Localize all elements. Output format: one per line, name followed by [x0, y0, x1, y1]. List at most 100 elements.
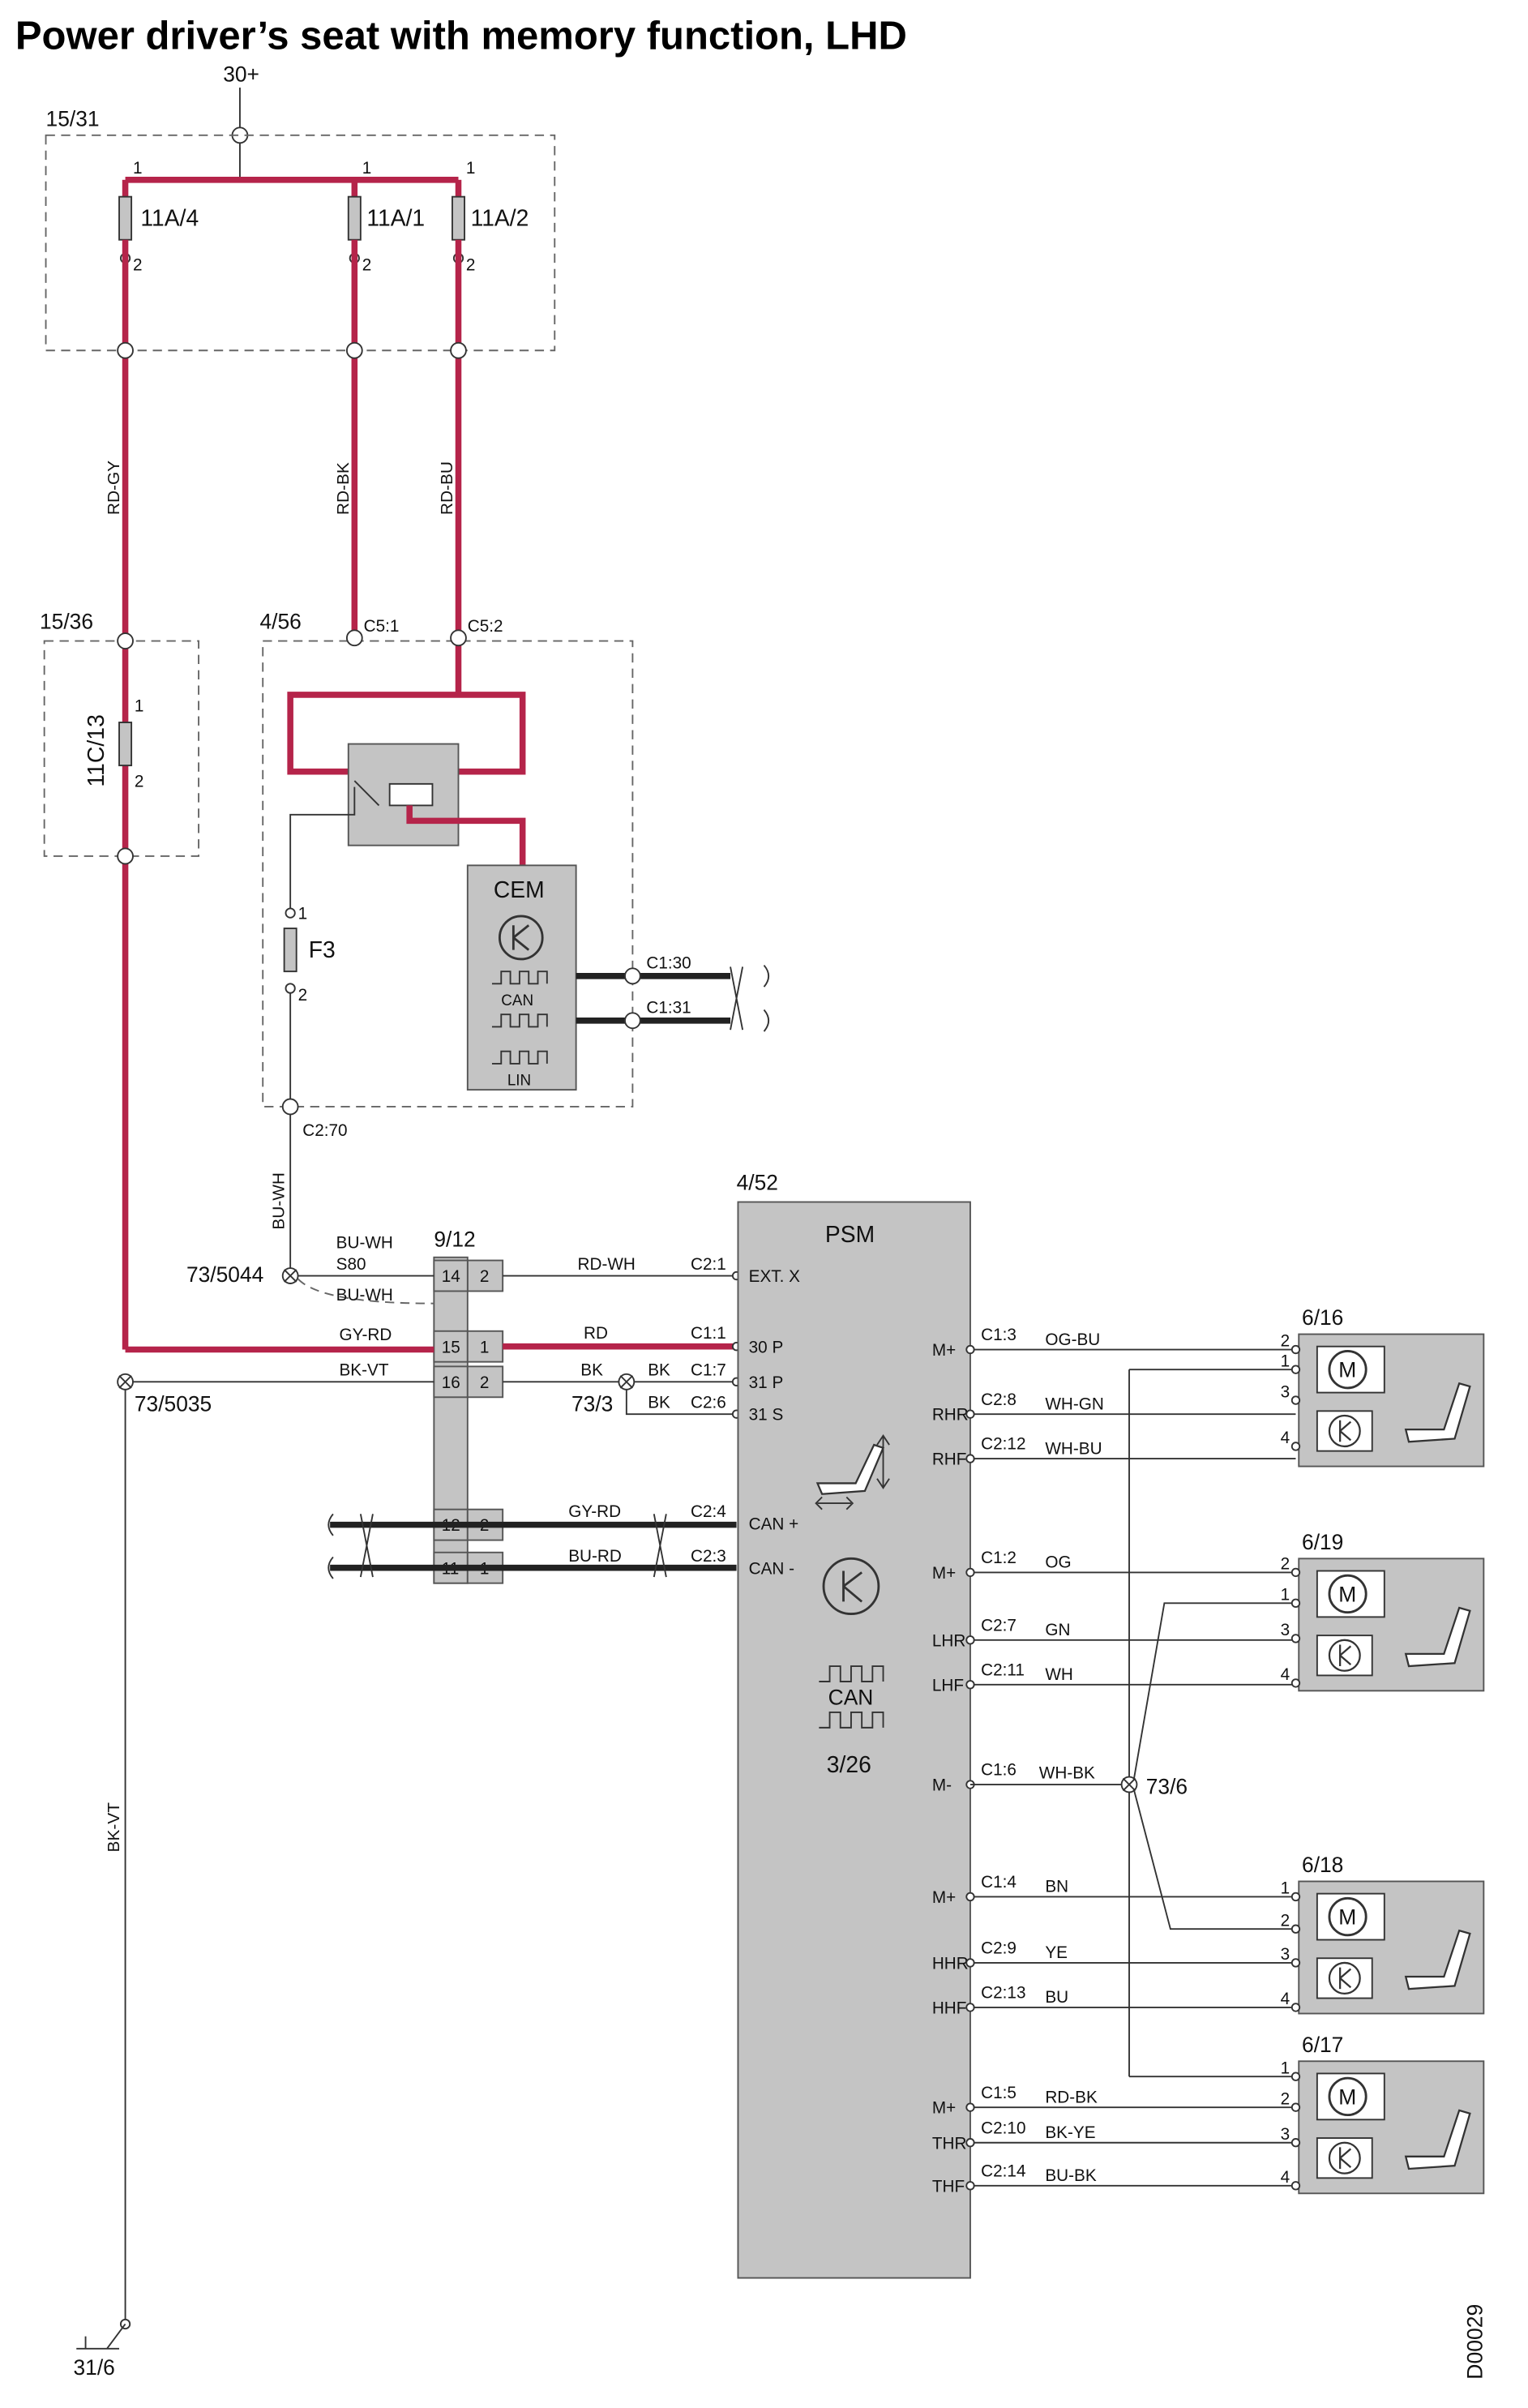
- hall-sensor-symbol: [1339, 1420, 1352, 1442]
- cem-can-label: CAN: [501, 992, 533, 1009]
- fuse-11a2-label: 11A/2: [471, 206, 529, 232]
- motor-pin-number: 3: [1281, 1945, 1290, 1964]
- hall-sensor-symbol: [1339, 1967, 1352, 1990]
- wire-break-icon-left: [327, 1513, 334, 1579]
- psm-right-pin-label: M-: [932, 1776, 952, 1795]
- seat-icon: [1404, 1382, 1471, 1443]
- f3-label: F3: [309, 937, 336, 963]
- psm-right-wire-label: BN: [1045, 1878, 1068, 1896]
- conn-c1-31: C1:31: [646, 998, 691, 1017]
- motor-pin-number: 4: [1281, 2168, 1290, 2187]
- motor-m-glyph: M: [1338, 1905, 1356, 1929]
- conn-c5-1: C5:1: [364, 617, 400, 636]
- psm-right-pin-node: [965, 1567, 975, 1578]
- motor-pin-number: 2: [1281, 1332, 1290, 1351]
- conn-row-16-pin-b: 2: [480, 1373, 490, 1392]
- node-15-36-out: [117, 847, 134, 865]
- psm-can-signal-icon-2: [819, 1711, 884, 1729]
- node-c1-31: [624, 1012, 641, 1030]
- fuse-box-15-36-id: 15/36: [40, 609, 93, 633]
- transistor-symbol: [511, 924, 530, 951]
- psm-right-pin-node: [965, 1344, 975, 1355]
- motor-pin-number: 1: [1281, 2059, 1290, 2077]
- psm-right-pin-label: RHF: [932, 1450, 967, 1469]
- motor-pin-node: [1290, 2003, 1301, 2012]
- wire-label-bk-vt-h: BK-VT: [339, 1361, 388, 1380]
- motor-pin-node: [1290, 1598, 1301, 1609]
- wire-label-bu-rd-can: BU-RD: [568, 1547, 622, 1566]
- wh-bk-6-19: [1132, 1602, 1296, 1780]
- lin-signal-icon: [491, 1050, 548, 1065]
- wire-label-rd-wh: RD-WH: [578, 1255, 636, 1274]
- psm-right-pin-label: THR: [932, 2134, 967, 2153]
- psm-right-pin-node: [965, 2181, 975, 2191]
- psm-conn-c1-7: C1:7: [691, 1361, 726, 1380]
- psm-right-wire-label: OG-BU: [1045, 1330, 1100, 1349]
- psm-right-conn: C1:6: [981, 1761, 1017, 1780]
- psm-right-pin-node: [965, 2102, 975, 2112]
- motor-id: 6/19: [1302, 1530, 1343, 1554]
- psm-right-wire-label: WH: [1045, 1665, 1073, 1684]
- seat-slide-arrow-icon: [815, 1496, 854, 1510]
- wire-label-rd-gy: RD-GY: [105, 461, 123, 515]
- psm-can-signal-icon: [819, 1665, 884, 1682]
- motor-pin-node: [1290, 1678, 1301, 1688]
- twisted-pair-icon-right: [653, 1514, 667, 1578]
- fuse-11a4-icon: [118, 195, 133, 241]
- psm-module: [737, 1201, 971, 2279]
- motor-m-glyph: M: [1338, 1582, 1356, 1606]
- ground-icon: [76, 2323, 126, 2350]
- conn-row-14-pin-a: 14: [442, 1267, 460, 1286]
- psm-right-conn: C2:9: [981, 1939, 1017, 1958]
- f3-pin2-node: [285, 983, 296, 994]
- psm-right-pin-label: HHF: [932, 1999, 967, 2017]
- can-signal-icon-2: [491, 1013, 548, 1028]
- psm-can-label: CAN: [828, 1685, 874, 1709]
- relay-switch-icon: [353, 780, 380, 807]
- splice-label-bu-wh: BU-WH: [336, 1233, 393, 1252]
- wire-bu-wh-s80: [297, 1278, 434, 1305]
- psm-right-conn: C2:13: [981, 1983, 1025, 2002]
- splice-73-5035-label: 73/5035: [135, 1391, 212, 1416]
- motor-pin-number: 4: [1281, 1990, 1290, 2008]
- hall-sensor-symbol: [1339, 2147, 1352, 2169]
- psm-pin-label-31s: 31 S: [749, 1406, 784, 1425]
- hall-sensor-icon: [1328, 2141, 1361, 2174]
- motor-id: 6/18: [1302, 1853, 1343, 1877]
- fuse-11a1-icon: [347, 195, 362, 241]
- conn-c5-2: C5:2: [468, 617, 503, 636]
- psm-right-pin-label: THF: [932, 2177, 965, 2196]
- motor-pin-node: [1290, 2072, 1301, 2081]
- psm-conn-c2-6: C2:6: [691, 1394, 726, 1412]
- motor-m-glyph: M: [1338, 1358, 1356, 1382]
- psm-right-pin-label: M+: [932, 2099, 956, 2118]
- psm-right-pin-node: [965, 1409, 975, 1419]
- psm-right-conn: C2:10: [981, 2119, 1025, 2137]
- node-15-31-out-a: [117, 341, 134, 359]
- fuse-11a2-pin1: 1: [466, 159, 476, 178]
- fuse-11c13-icon: [118, 722, 133, 767]
- psm-right-wire-label: BU: [1045, 1988, 1068, 2007]
- motor-pin-number: 2: [1281, 1911, 1290, 1930]
- psm-right-conn: C1:3: [981, 1326, 1017, 1344]
- hall-sensor-icon: [1328, 1961, 1361, 1995]
- motor-pin-number: 3: [1281, 1382, 1290, 1401]
- supply-label: 30+: [223, 62, 259, 86]
- psm-id: 4/52: [737, 1170, 778, 1194]
- psm-right-pin-node: [965, 1958, 975, 1968]
- psm-right-pin-node: [965, 1680, 975, 1690]
- splice-label-bu-wh-2: BU-WH: [336, 1286, 393, 1305]
- fuse-11a1-pin2: 2: [362, 256, 372, 275]
- conn-row-16-pin-a: 16: [442, 1373, 460, 1392]
- splice-73-3-label: 73/3: [571, 1391, 613, 1416]
- motor-pin-number: 1: [1281, 1352, 1290, 1370]
- psm-conn-c2-4: C2:4: [691, 1502, 726, 1521]
- conn-row-15-a: [433, 1330, 469, 1363]
- splice-73-6-label: 73/6: [1146, 1774, 1188, 1798]
- fuse-11a2-icon: [452, 195, 465, 241]
- connector-9-12-id: 9/12: [434, 1227, 475, 1251]
- psm-right-wire-label: GN: [1045, 1621, 1070, 1639]
- motor-pin-number: 2: [1281, 1555, 1290, 1574]
